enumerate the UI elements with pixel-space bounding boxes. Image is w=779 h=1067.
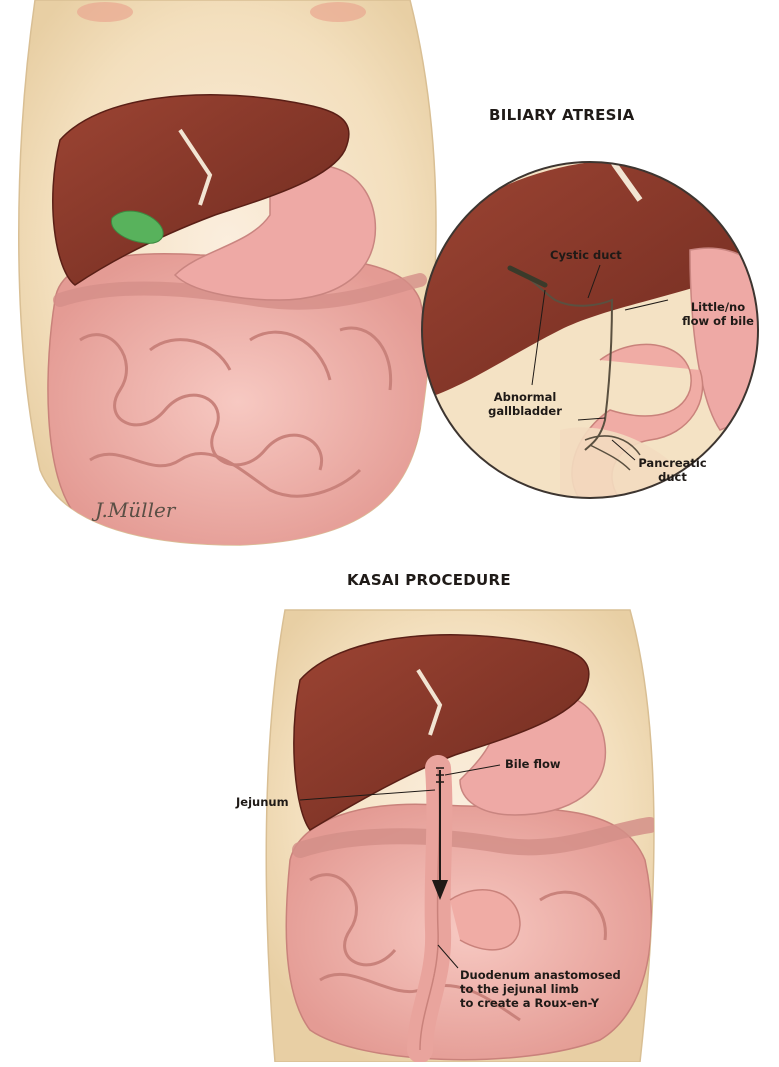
nipple-left (77, 2, 133, 22)
label-abnormal-gallbladder-line2: gallbladder (470, 404, 580, 418)
label-pancreatic-duct-line1: Pancreatic (625, 456, 720, 470)
label-pancreatic-duct: Pancreatic duct (625, 456, 720, 484)
duodenum-loop (450, 890, 520, 950)
label-duodenum-line3: to create a Roux-en-Y (460, 996, 621, 1010)
title-biliary-atresia: BILIARY ATRESIA (489, 106, 635, 124)
label-little-no-flow-line2: flow of bile (668, 314, 768, 328)
label-duodenum-anastomosed: Duodenum anastomosed to the jejunal limb… (460, 968, 621, 1010)
label-little-no-flow: Little/no flow of bile (668, 300, 768, 328)
title-kasai-procedure: KASAI PROCEDURE (347, 571, 511, 589)
label-pancreatic-duct-line2: duct (625, 470, 720, 484)
top-torso (19, 0, 436, 550)
label-abnormal-gallbladder: Abnormal gallbladder (470, 390, 580, 418)
label-jejunum: Jejunum (236, 795, 289, 809)
label-cystic-duct: Cystic duct (550, 248, 622, 262)
label-abnormal-gallbladder-line1: Abnormal (470, 390, 580, 404)
artist-signature: J.Müller (95, 498, 175, 522)
nipple-right (310, 2, 366, 22)
label-little-no-flow-line1: Little/no (668, 300, 768, 314)
label-duodenum-line2: to the jejunal limb (460, 982, 621, 996)
label-bile-flow: Bile flow (505, 757, 561, 771)
label-duodenum-line1: Duodenum anastomosed (460, 968, 621, 982)
